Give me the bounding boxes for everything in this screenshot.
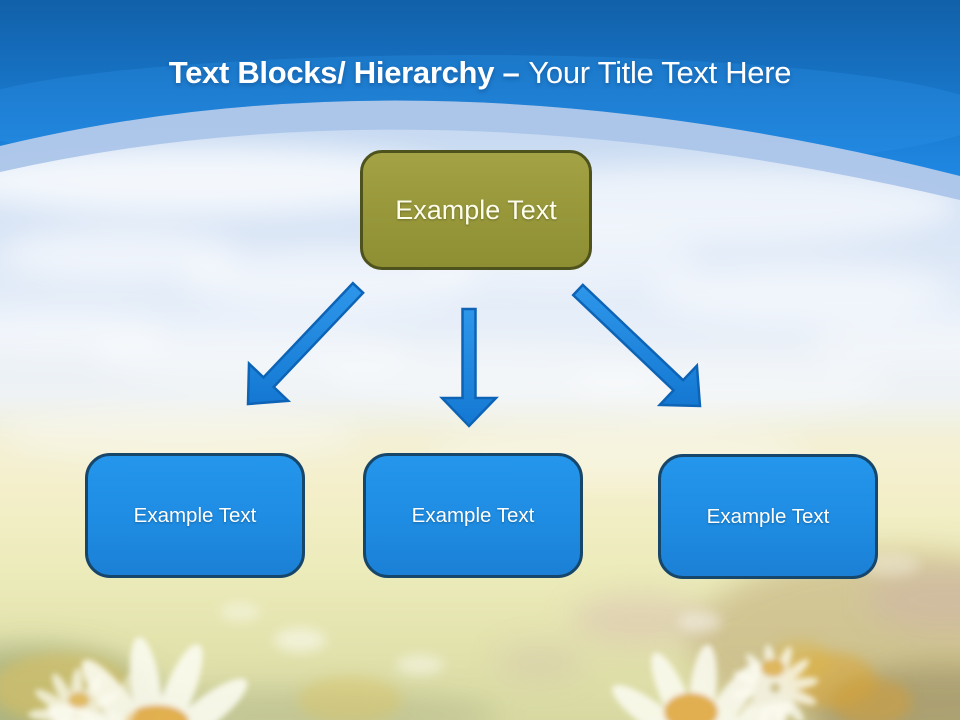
- slide-title-bold: Text Blocks/ Hierarchy –: [168, 55, 520, 90]
- arrow-down-right-icon: [571, 283, 702, 408]
- child-text-block-1-label: Example Text: [133, 503, 257, 527]
- root-text-block-label: Example Text: [395, 194, 557, 225]
- slide-title: Text Blocks/ Hierarchy – Your Title Text…: [0, 55, 960, 91]
- header-banner: [0, 0, 960, 200]
- header-blue-curve: [0, 0, 960, 176]
- child-text-block-3-label: Example Text: [706, 504, 830, 528]
- daisy-flower-icon: [11, 620, 832, 720]
- child-text-block-1: Example Text: [85, 453, 305, 578]
- child-text-block-2: Example Text: [363, 453, 583, 578]
- child-text-block-3: Example Text: [658, 454, 878, 579]
- root-text-block: Example Text: [360, 150, 592, 270]
- child-text-block-2-label: Example Text: [411, 503, 535, 527]
- arrow-down-left-icon: [246, 281, 365, 406]
- slide-title-regular: Your Title Text Here: [528, 55, 792, 90]
- distant-flowers: [0, 553, 920, 720]
- arrow-down-icon: [439, 307, 499, 428]
